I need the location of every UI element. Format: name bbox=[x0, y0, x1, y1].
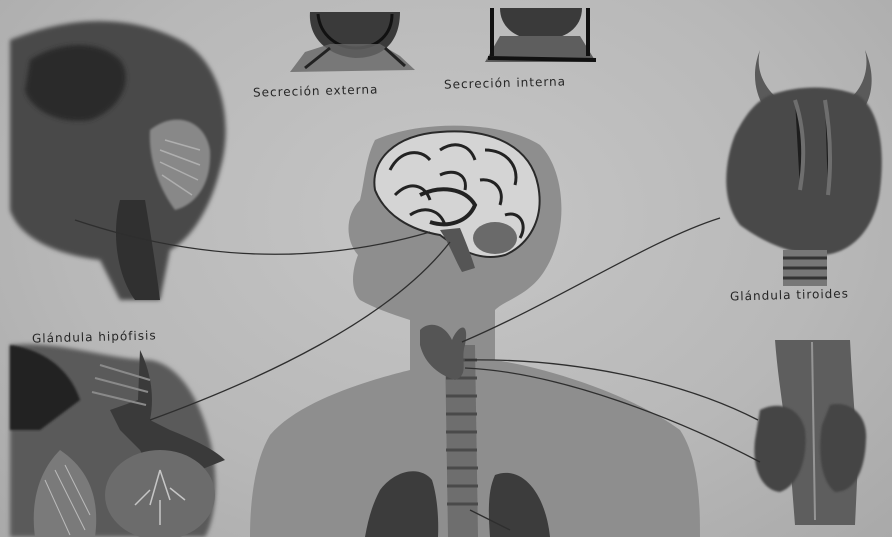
internal-secretion-gland-drawing bbox=[485, 8, 596, 62]
thyroid-gland-detail bbox=[726, 50, 882, 286]
external-secretion-gland-drawing bbox=[290, 12, 415, 72]
brain-base-cross-section bbox=[10, 344, 225, 537]
parathyroid-gland-detail bbox=[754, 340, 866, 525]
head-cross-section bbox=[10, 21, 226, 300]
